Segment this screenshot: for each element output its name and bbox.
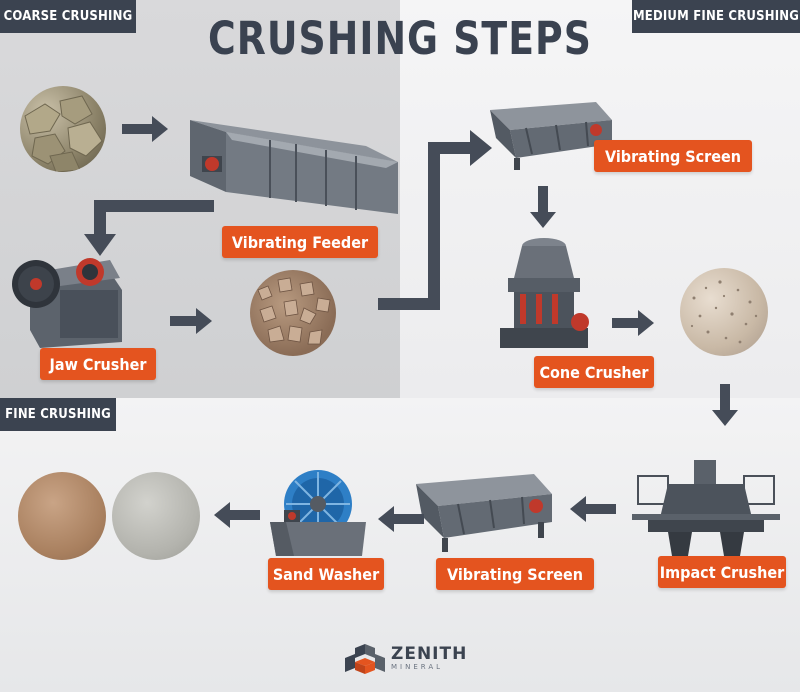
label-cone-crusher: Cone Crusher — [534, 356, 654, 388]
arrow-right-icon — [122, 116, 168, 142]
fine-gravel-image — [680, 268, 768, 356]
brown-sand-image — [18, 472, 106, 560]
label-vibrating-feeder: Vibrating Feeder — [222, 226, 378, 258]
gravel-image — [250, 270, 336, 356]
arrow-bend-up-right-icon — [378, 130, 492, 310]
label-sand-washer: Sand Washer — [268, 558, 384, 590]
logo-name: ZENITH — [391, 644, 468, 664]
jaw-crusher-image — [12, 258, 122, 348]
vibrating-feeder-image — [190, 120, 398, 214]
page-title: CRUSHING STEPS — [208, 12, 592, 65]
arrow-left-icon — [570, 496, 616, 522]
zenith-logo-icon — [345, 644, 385, 674]
section-tag-medium-fine: MEDIUM FINE CRUSHING — [632, 0, 800, 33]
impact-crusher-image — [632, 460, 780, 556]
logo-subtitle: MINERAL — [391, 663, 444, 671]
zenith-logo: ZENITH MINERAL — [345, 644, 467, 674]
cone-crusher-image — [500, 238, 589, 348]
arrow-left-icon — [378, 506, 424, 532]
gray-sand-image — [112, 472, 200, 560]
arrow-left-icon — [214, 502, 260, 528]
arrow-down-icon — [712, 384, 738, 426]
sand-washer-image — [270, 470, 366, 556]
arrow-bend-down-left-icon — [84, 200, 214, 256]
label-vibrating-screen-2: Vibrating Screen — [436, 558, 594, 590]
coarse-stone-image — [20, 86, 106, 172]
section-tag-fine: FINE CRUSHING — [0, 398, 116, 431]
label-impact-crusher: Impact Crusher — [658, 556, 786, 588]
arrow-right-icon — [170, 308, 212, 334]
arrow-down-icon — [530, 186, 556, 228]
label-vibrating-screen-1: Vibrating Screen — [594, 140, 752, 172]
label-jaw-crusher: Jaw Crusher — [40, 348, 156, 380]
section-tag-coarse: COARSE CRUSHING — [0, 0, 136, 33]
arrow-right-icon — [612, 310, 654, 336]
vibrating-screen-image — [490, 102, 612, 170]
vibrating-screen-2-image — [416, 474, 552, 552]
